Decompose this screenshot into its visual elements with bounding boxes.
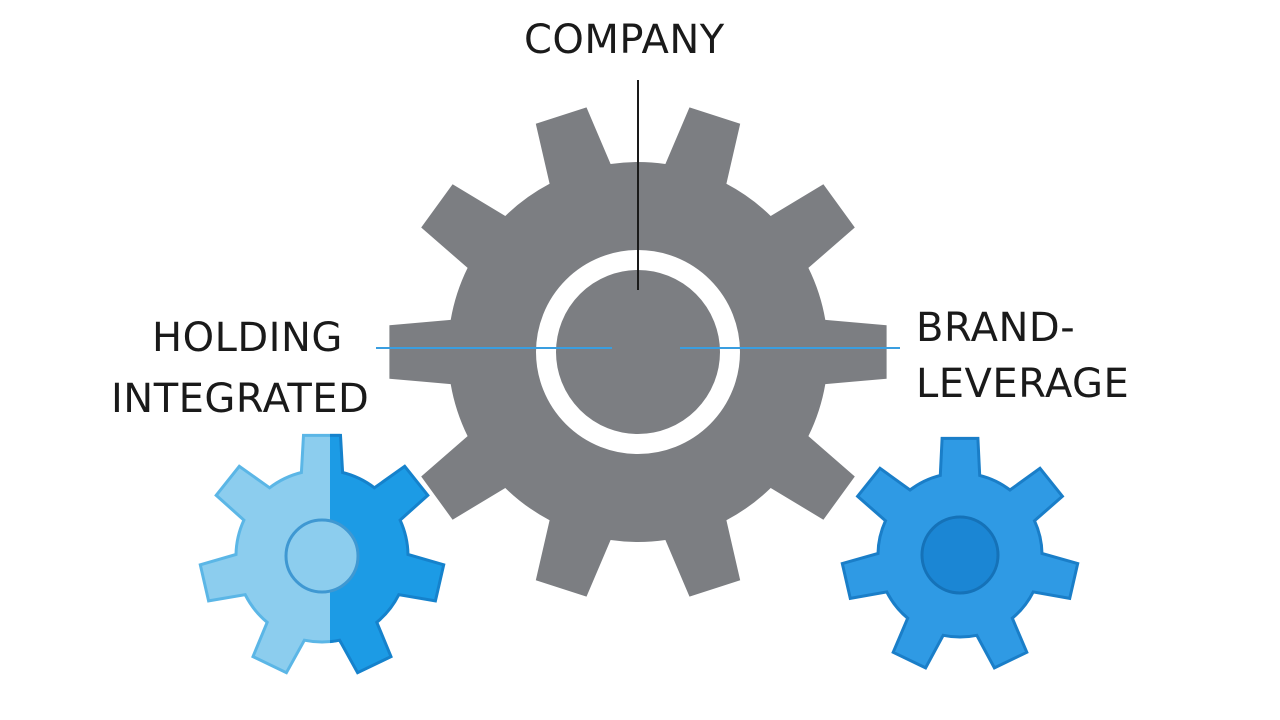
right-gear-icon xyxy=(840,436,1080,670)
company-label: COMPANY xyxy=(524,17,725,63)
left-gear-dark-half xyxy=(330,433,446,675)
main-gear-hub xyxy=(558,272,718,432)
brand-label: BRAND- xyxy=(916,305,1076,351)
holding-label: HOLDING xyxy=(152,315,343,361)
integrated-label: INTEGRATED xyxy=(111,376,370,422)
leverage-label: LEVERAGE xyxy=(916,361,1130,407)
right-gear-hub xyxy=(920,515,1000,595)
left-gear-hub xyxy=(284,518,360,594)
left-gear-icon xyxy=(198,433,446,675)
